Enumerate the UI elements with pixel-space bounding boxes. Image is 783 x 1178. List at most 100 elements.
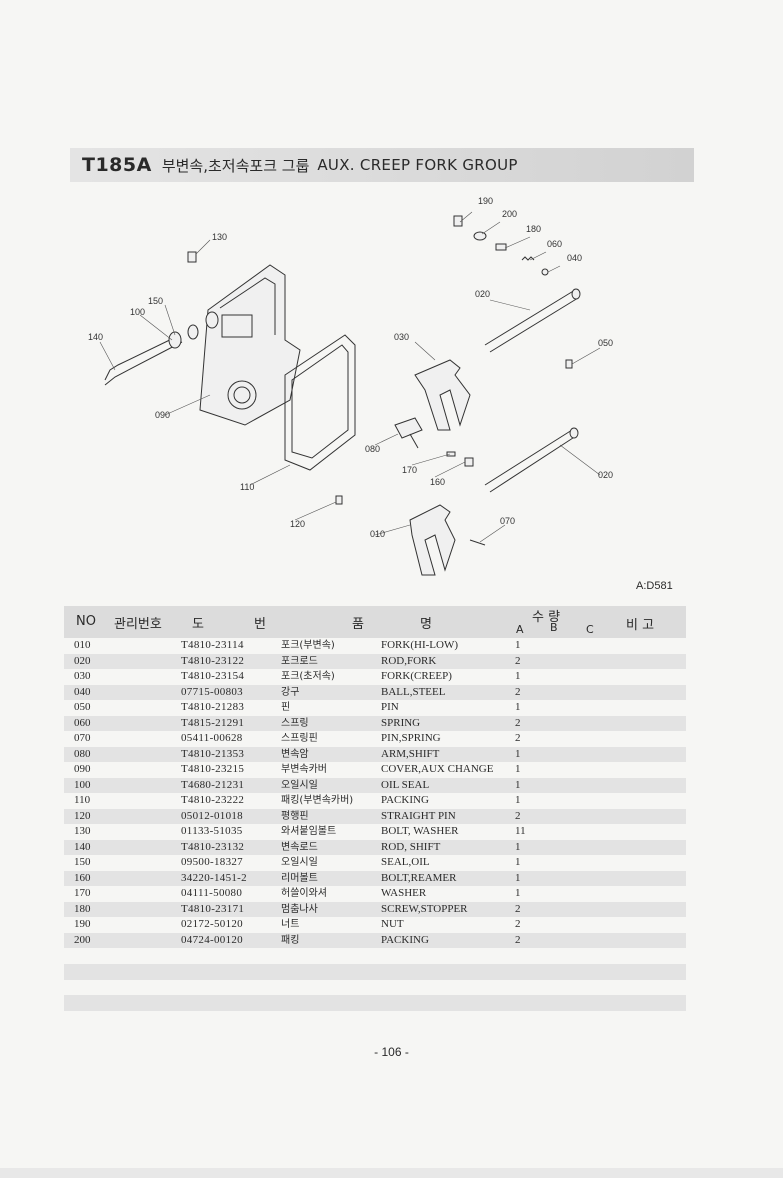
cell-name-english: SEAL,OIL [381,856,430,868]
cell-name-korean: 리머볼트 [281,872,318,884]
cell-quantity: 2 [515,716,521,729]
section-title-bar: T185A 부변속,초저속포크 그룹 AUX. CREEP FORK GROUP [70,148,694,182]
reamer-bolt-drawing [464,457,474,467]
parts-table-header: NO 관리번호 도 번 품 명 수 량 A B C 비 고 [64,606,686,638]
cell-quantity: 1 [515,856,521,868]
cell-quantity: 2 [515,654,521,667]
exploded-parts-diagram: 190 200 180 060 040 130 020 150 100 030 … [88,196,613,576]
callout-120: 120 [290,519,305,529]
callout-060: 060 [547,239,562,249]
cell-name-korean: 포크(부변속) [281,640,335,651]
callout-180: 180 [526,224,541,234]
fork-rod-lower-drawing [484,427,579,493]
cell-no: 190 [74,918,91,930]
header-remarks: 비 고 [626,618,655,633]
header-part-name-2: 명 [420,617,432,632]
cell-part-number: T4810-21283 [181,701,245,713]
cell-name-korean: 평행핀 [281,810,309,822]
cell-name-english: PIN,SPRING [381,732,441,744]
cell-quantity: 11 [515,825,526,837]
fork-rod-upper-drawing [484,288,581,353]
cell-name-korean: 핀 [281,702,291,713]
cell-name-english: PIN [381,701,399,713]
cell-quantity: 2 [515,809,521,822]
cell-name-korean: 오일시일 [281,857,318,868]
cell-no: 070 [74,732,91,744]
cell-name-korean: 부변속카버 [281,764,327,775]
cell-no: 150 [74,856,91,868]
cell-name-english: BOLT, WASHER [381,825,459,837]
cell-part-number: T4810-23222 [181,794,245,806]
cell-quantity: 2 [515,732,521,744]
page-bottom-edge [0,1168,783,1178]
cell-no: 110 [74,794,91,806]
cell-quantity: 1 [515,639,521,651]
empty-table-band [64,995,686,1011]
cell-name-english: PACKING [381,794,429,806]
cell-quantity: 1 [515,840,521,853]
header-qty-b: B [550,621,558,634]
cell-part-number: 04724-00120 [181,933,243,946]
callout-070: 070 [500,516,515,526]
callout-050: 050 [598,338,613,348]
cell-part-number: T4810-23154 [181,670,245,682]
cell-part-number: T4810-23215 [181,763,245,775]
callout-100: 100 [130,307,145,317]
creep-fork-drawing [414,359,471,431]
oil-seal-drawing [168,331,182,349]
cell-name-english: COVER,AUX CHANGE [381,763,494,775]
pin-drawing [565,359,573,369]
callout-030: 030 [394,332,409,342]
spring-pin-drawing [469,539,486,546]
cell-part-number: T4810-21353 [181,747,245,760]
group-title-english: AUX. CREEP FORK GROUP [317,156,518,174]
cell-no: 130 [74,825,91,837]
washer-bolt-drawing [187,251,197,263]
cell-quantity: 1 [515,871,521,884]
cell-no: 050 [74,701,91,713]
group-title-korean: 부변속,초저속포크 그룹 [161,156,310,175]
packing-gasket-drawing [284,334,356,471]
cell-name-english: SCREW,STOPPER [381,902,468,915]
table-row: 080 T4810-21353 변속암 ARM,SHIFT 1 [64,746,686,762]
cell-part-number: T4680-21231 [181,778,245,791]
drawing-reference: A:D581 [636,580,673,592]
callout-130: 130 [212,232,227,242]
cell-name-korean: 변속암 [281,748,309,760]
cell-name-english: ROD,FORK [381,654,437,667]
cell-name-english: ARM,SHIFT [381,747,440,760]
cell-part-number: T4810-23114 [181,639,244,651]
callout-150: 150 [148,296,163,306]
leader-lines [99,211,601,543]
cell-name-english: BOLT,REAMER [381,871,457,884]
callout-040: 040 [567,253,582,263]
callout-140: 140 [88,332,103,342]
header-quantity: 수 량 [532,610,561,625]
cell-quantity: 1 [515,747,521,760]
cell-name-english: PACKING [381,933,429,946]
callout-160: 160 [430,477,445,487]
cell-name-english: BALL,STEEL [381,685,446,698]
callout-010: 010 [370,529,385,539]
callout-110: 110 [240,482,254,492]
cell-part-number: 04111-50080 [181,887,243,899]
header-part-number-1: 도 [192,617,204,632]
cell-part-number: T4810-23171 [181,902,245,915]
cell-name-korean: 허쓸이와셔 [281,888,327,899]
cell-name-korean: 멈춤나사 [281,903,318,915]
cell-part-number: 02172-50120 [181,918,243,930]
cell-quantity: 2 [515,902,521,915]
cell-part-number: T4810-23132 [181,840,245,853]
cell-no: 030 [74,670,91,682]
cell-no: 060 [74,716,91,729]
cell-no: 080 [74,747,91,760]
cell-quantity: 1 [515,763,521,775]
cell-name-english: ROD, SHIFT [381,840,441,853]
cell-name-korean: 패킹 [281,934,300,946]
